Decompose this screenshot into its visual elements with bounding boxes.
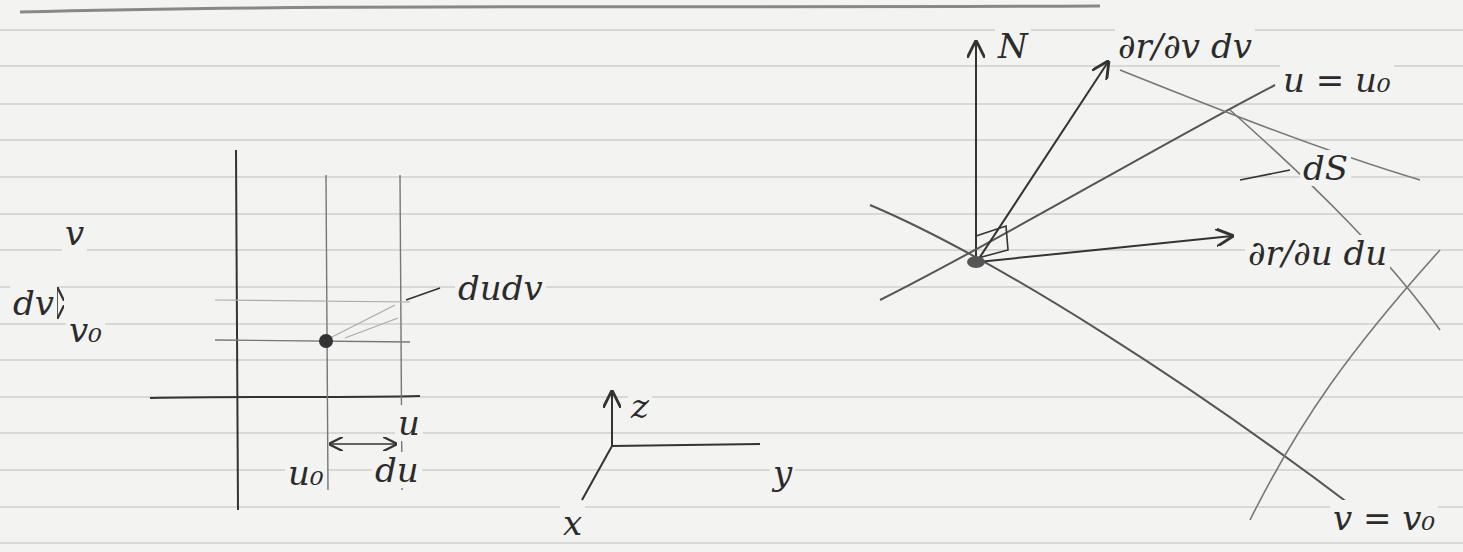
normal-vector xyxy=(975,42,977,262)
math-label: x xyxy=(560,505,585,541)
math-label: N xyxy=(995,28,1031,64)
math-label: u = u₀ xyxy=(1280,62,1394,98)
ruled-lines xyxy=(0,30,1463,543)
math-label: u₀ xyxy=(285,455,327,491)
math-label: u xyxy=(395,405,423,441)
math-label: y xyxy=(770,455,795,491)
math-label: du xyxy=(372,452,422,488)
math-label: v xyxy=(62,215,87,251)
v-axis xyxy=(236,150,238,510)
math-label: ∂r/∂v dv xyxy=(1115,28,1255,64)
math-label: z xyxy=(628,388,652,424)
math-label: dv xyxy=(10,285,57,321)
math-label: dS xyxy=(1300,150,1351,186)
u-axis xyxy=(150,396,420,398)
math-label: v = v₀ xyxy=(1330,500,1438,536)
math-label: ∂r/∂u du xyxy=(1245,235,1390,271)
math-label: v₀ xyxy=(66,312,105,348)
math-label: dudv xyxy=(455,270,546,306)
